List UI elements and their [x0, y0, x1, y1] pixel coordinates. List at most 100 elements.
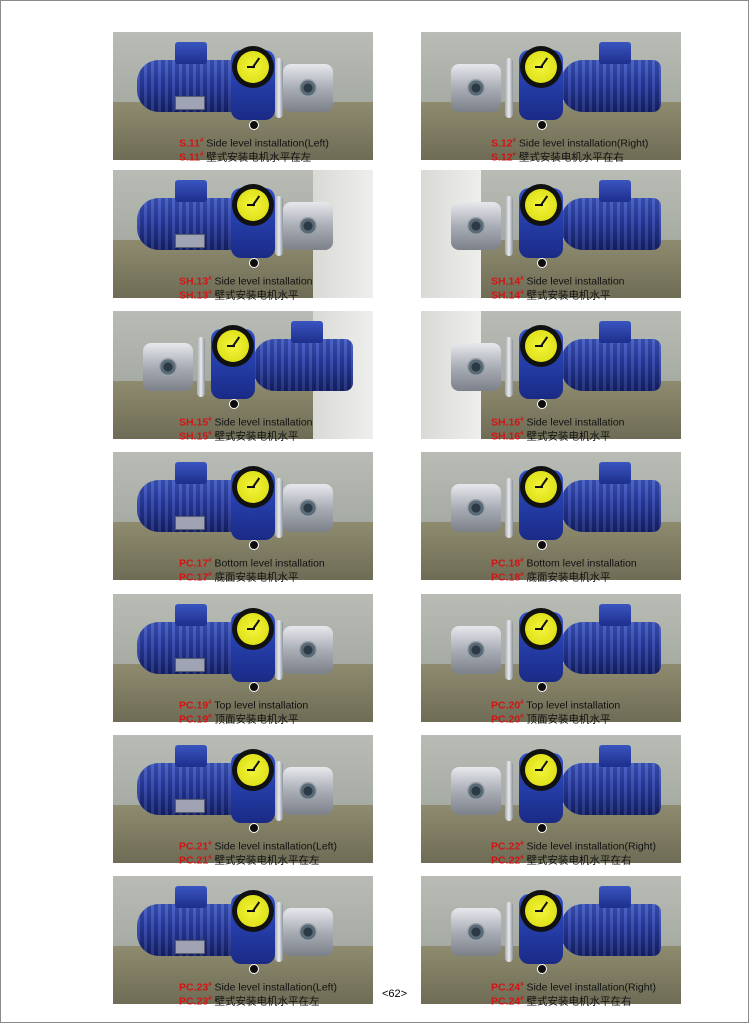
motor-fins [561, 60, 661, 112]
model-code: PC.22 [491, 840, 521, 853]
figure-caption: PC.22# Side level installation(Right)PC.… [491, 839, 656, 866]
flange [505, 902, 513, 962]
adjust-knob-icon [249, 682, 259, 692]
worm-gearbox [283, 908, 333, 956]
terminal-box [291, 321, 323, 343]
chinese-description: 壁式安装电机水平在左 [211, 995, 320, 1007]
worm-gearbox [451, 767, 501, 815]
dial-needle [227, 345, 235, 347]
worm-gearbox [283, 64, 333, 112]
dial-needle [535, 66, 543, 68]
motor-body [561, 480, 661, 532]
flange [505, 478, 513, 538]
model-code: SH.14 [491, 289, 521, 301]
flange [197, 337, 205, 397]
caption-line: PC.23# 壁式安装电机水平在左 [179, 994, 337, 1008]
english-description: Top level installation [523, 699, 621, 712]
chinese-description: 壁式安装电机水平 [211, 289, 299, 301]
motor-fins [561, 198, 661, 250]
caption-line: S.11# Side level installation(Left) [179, 136, 329, 150]
motor-body [561, 198, 661, 250]
model-code: PC.19 [179, 699, 209, 712]
speed-dial-icon [232, 890, 274, 932]
dial-face [525, 754, 557, 786]
speed-dial-icon [520, 749, 562, 791]
caption-line: PC.24# 壁式安装电机水平在右 [491, 994, 656, 1008]
caption-line: SH.14# Side level installation [491, 274, 625, 288]
caption-line: PC.17# 底面安装电机水平 [179, 570, 325, 584]
terminal-box [599, 42, 631, 64]
dial-face [237, 51, 269, 83]
code-mark: # [520, 558, 524, 564]
dial-face [237, 471, 269, 503]
motor-fins [561, 339, 661, 391]
output-shaft-icon [467, 79, 485, 97]
worm-gearbox [283, 626, 333, 674]
english-description: Side level installation(Left) [211, 981, 338, 994]
motor-body [561, 60, 661, 112]
chinese-description: 底面安装电机水平 [211, 571, 299, 583]
code-mark: # [520, 841, 524, 847]
model-code: SH.16 [491, 430, 521, 442]
model-code: S.12 [491, 137, 513, 150]
flange [505, 761, 513, 821]
caption-line: PC.18# 底面安装电机水平 [491, 570, 637, 584]
adjust-knob-icon [537, 399, 547, 409]
model-code: PC.22 [491, 854, 521, 866]
adjust-knob-icon [537, 258, 547, 268]
adjust-knob-icon [537, 823, 547, 833]
model-code: SH.15 [179, 416, 209, 429]
model-code: S.11 [179, 137, 201, 150]
output-shaft-icon [299, 79, 317, 97]
figure-panel [421, 876, 681, 1004]
figure-panel [113, 735, 373, 863]
flange [275, 761, 283, 821]
terminal-box [175, 604, 207, 626]
speed-dial-icon [232, 184, 274, 226]
worm-gearbox [283, 484, 333, 532]
english-description: Side level installation [211, 416, 313, 429]
worm-gearbox [143, 343, 193, 391]
caption-line: PC.21# 壁式安装电机水平在左 [179, 853, 337, 867]
model-code: PC.20 [491, 699, 521, 712]
model-code: PC.18 [491, 571, 521, 583]
caption-line: PC.18# Bottom level installation [491, 556, 637, 570]
model-code: SH.16 [491, 416, 521, 429]
dial-face [237, 189, 269, 221]
code-mark: # [208, 982, 212, 988]
dial-face [217, 330, 249, 362]
figure-panel [113, 876, 373, 1004]
terminal-box [175, 745, 207, 767]
model-code: S.11 [179, 151, 201, 163]
model-code: PC.23 [179, 995, 209, 1007]
dial-face [525, 51, 557, 83]
speed-dial-icon [232, 608, 274, 650]
terminal-box [175, 886, 207, 908]
motor-fins [561, 763, 661, 815]
dial-face [237, 754, 269, 786]
dial-needle [247, 910, 255, 912]
code-mark: # [520, 854, 524, 861]
output-shaft-icon [299, 217, 317, 235]
speed-dial-icon [520, 890, 562, 932]
english-description: Top level installation [211, 699, 309, 712]
output-shaft-icon [159, 358, 177, 376]
figure-panel [421, 311, 681, 439]
motor-fins [253, 339, 353, 391]
dial-needle [247, 66, 255, 68]
output-shaft-icon [299, 641, 317, 659]
caption-line: PC.20# 顶面安装电机水平 [491, 712, 620, 726]
english-description: Side level installation(Right) [523, 840, 657, 853]
code-mark: # [208, 276, 212, 282]
dial-face [525, 471, 557, 503]
worm-gearbox [283, 767, 333, 815]
output-shaft-icon [299, 923, 317, 941]
code-mark: # [520, 417, 524, 423]
figure-panel [113, 311, 373, 439]
worm-gearbox [451, 64, 501, 112]
terminal-box [599, 180, 631, 202]
figure-panel [113, 452, 373, 580]
worm-gearbox [451, 484, 501, 532]
